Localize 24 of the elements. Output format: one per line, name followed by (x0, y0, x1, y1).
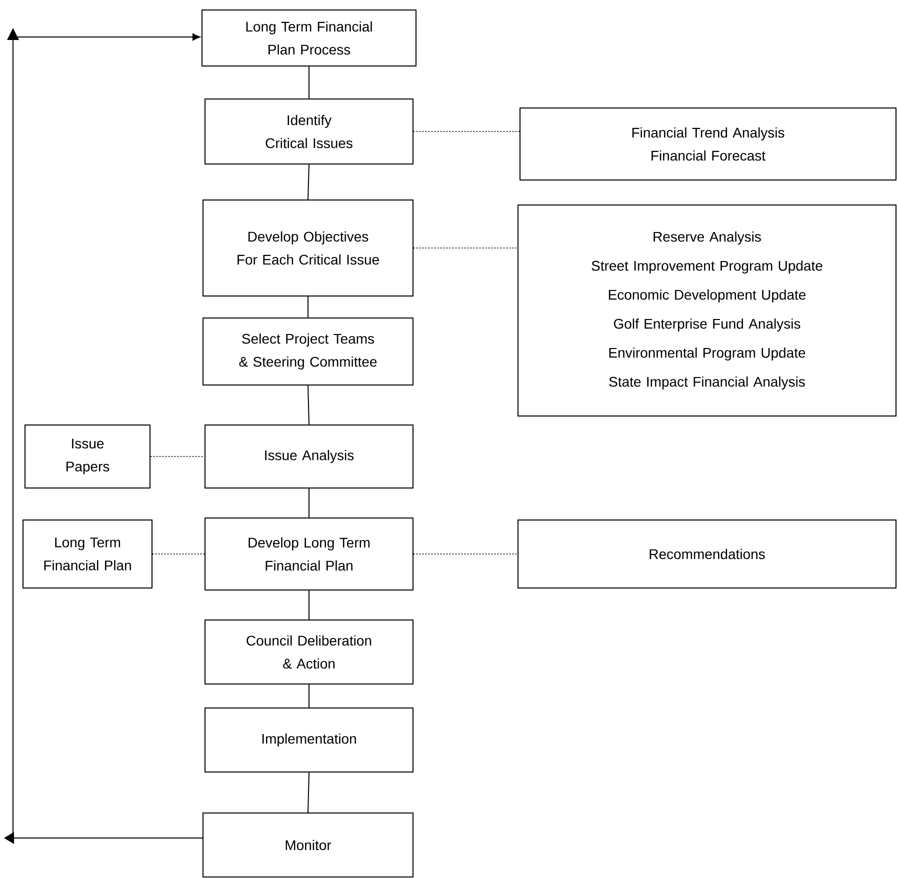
process-box: Implementation (204, 708, 414, 772)
process-box: Long Term Financial Plan Process (202, 10, 416, 66)
process-box: Recommendations (518, 520, 896, 588)
connector-line (308, 66, 310, 99)
connector-line (308, 385, 310, 425)
process-box: Issue Analysis (204, 424, 414, 488)
process-box: Identify Critical Issues (204, 98, 414, 164)
arrow (4, 28, 203, 844)
list-box: Reserve Analysis Street Improvement Program Update Economic Development Update Golf Enterprise Fund Analysis Environmental Program Update State Impact Financial Analysis (518, 204, 896, 416)
process-box: Develop Long Term Financial Plan (204, 518, 414, 590)
connector-line (150, 456, 205, 457)
connector-line (308, 772, 310, 813)
process-box: Issue Papers (24, 424, 150, 488)
connector-line (308, 590, 310, 620)
connector-line (413, 131, 520, 132)
connector-line (308, 488, 310, 518)
connector-line (308, 164, 310, 200)
process-box: Select Project Teams & Steering Committee (202, 318, 414, 386)
process-box: Council Deliberation & Action (204, 620, 414, 684)
process-box: Develop Objectives For Each Critical Issue (202, 200, 414, 296)
process-box: Monitor (202, 812, 414, 878)
process-box: Long Term Financial Plan (22, 520, 152, 588)
connector-line (308, 684, 310, 708)
list-box: Financial Trend Analysis Financial Forecast (520, 108, 896, 180)
